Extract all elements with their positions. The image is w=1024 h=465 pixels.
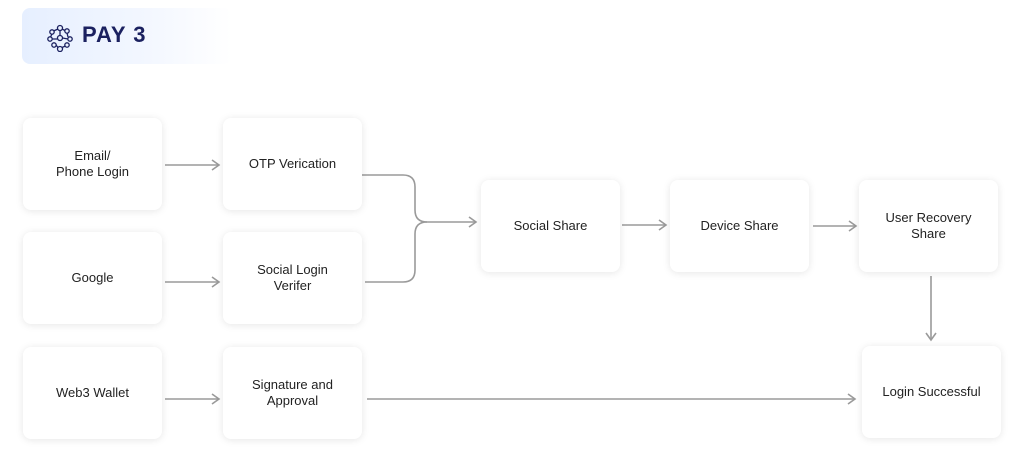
node-signature-approval: Signature and Approval <box>223 347 362 439</box>
node-label: Google <box>71 270 114 285</box>
node-user-recovery-share: User Recovery Share <box>859 180 998 272</box>
node-label: Login Successful <box>882 384 981 399</box>
node-label: Email/ Phone Login <box>55 148 129 179</box>
node-device-share: Device Share <box>670 180 809 272</box>
arrow-social-to-device <box>622 219 668 231</box>
node-label: Web3 Wallet <box>56 385 129 400</box>
node-label: OTP Verication <box>248 156 337 171</box>
node-email-phone-login: Email/ Phone Login <box>23 118 162 210</box>
node-label: Signature and Approval <box>252 377 333 408</box>
node-social-login-verifier: Social Login Verifer <box>223 232 362 324</box>
arrow-email-to-otp <box>165 159 221 171</box>
pay3-logo-banner: PAY 3 <box>22 8 232 64</box>
network-nodes-icon <box>47 24 73 52</box>
logo-text: PAY 3 <box>82 22 147 47</box>
node-web3-wallet: Web3 Wallet <box>23 347 162 439</box>
arrow-signature-to-success <box>367 393 857 405</box>
arrow-web3-to-signature <box>165 393 221 405</box>
node-label: Social Login Verifer <box>257 262 328 293</box>
arrow-recovery-to-success <box>925 276 937 342</box>
node-label: Device Share <box>700 218 779 233</box>
arrow-device-to-recovery <box>813 220 858 232</box>
arrow-merge-to-social-share <box>362 174 478 283</box>
node-social-share: Social Share <box>481 180 620 272</box>
node-label: User Recovery Share <box>885 210 972 241</box>
node-otp-verification: OTP Verication <box>223 118 362 210</box>
node-login-successful: Login Successful <box>862 346 1001 438</box>
node-google: Google <box>23 232 162 324</box>
arrow-google-to-social-verifier <box>165 276 221 288</box>
node-label: Social Share <box>513 218 588 233</box>
